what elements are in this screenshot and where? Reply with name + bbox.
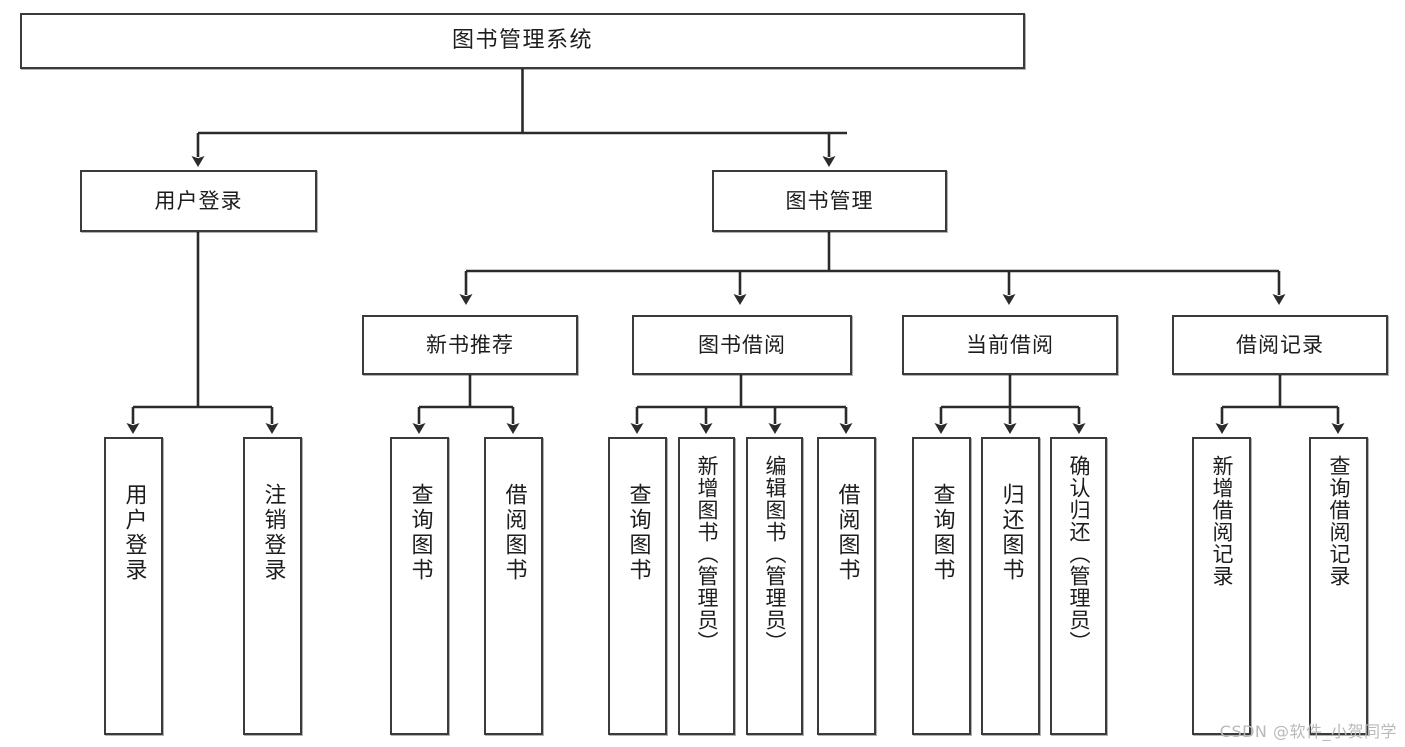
node-label: 新增图书（管理员） [695, 455, 719, 653]
watermark: CSDN @软件_小贺同学 [1219, 722, 1397, 741]
node-label: 编辑图书（管理员） [763, 455, 787, 653]
node-leaf-add-book-admin[interactable]: 新增图书（管理员） [678, 437, 735, 735]
node-user-login[interactable]: 用户登录 [80, 170, 317, 232]
node-label: 注销登录 [260, 483, 286, 583]
node-label: 新书推荐 [426, 332, 514, 357]
node-leaf-query-borrow-record[interactable]: 查询借阅记录 [1309, 437, 1368, 735]
node-leaf-query-book-current[interactable]: 查询图书 [912, 437, 971, 735]
node-label: 查询图书 [407, 483, 433, 583]
node-leaf-user-login[interactable]: 用户登录 [104, 437, 163, 735]
node-new-book-recommend[interactable]: 新书推荐 [362, 315, 578, 375]
node-leaf-borrow-book-recommend[interactable]: 借阅图书 [484, 437, 543, 735]
node-label: 当前借阅 [966, 332, 1054, 357]
node-leaf-confirm-return-admin[interactable]: 确认归还（管理员） [1050, 437, 1107, 735]
node-root-book-management-system[interactable]: 图书管理系统 [20, 13, 1025, 69]
node-label: 新增借阅记录 [1210, 455, 1234, 587]
node-label: 确认归还（管理员） [1067, 455, 1091, 653]
node-label: 借阅图书 [501, 483, 527, 583]
node-leaf-borrow-book[interactable]: 借阅图书 [817, 437, 876, 735]
node-leaf-query-book-borrow[interactable]: 查询图书 [608, 437, 667, 735]
node-leaf-logout-login[interactable]: 注销登录 [243, 437, 302, 735]
node-leaf-edit-book-admin[interactable]: 编辑图书（管理员） [746, 437, 803, 735]
node-label: 图书管理 [785, 188, 874, 213]
node-leaf-query-book-recommend[interactable]: 查询图书 [390, 437, 449, 735]
node-label: 查询借阅记录 [1327, 455, 1351, 587]
node-label: 借阅图书 [834, 483, 860, 583]
node-book-borrow[interactable]: 图书借阅 [632, 315, 852, 375]
node-label: 图书借阅 [698, 332, 786, 357]
node-label: 用户登录 [121, 483, 147, 583]
node-label: 查询图书 [625, 483, 651, 583]
node-borrow-record[interactable]: 借阅记录 [1172, 315, 1388, 375]
node-label: 归还图书 [998, 483, 1024, 583]
node-leaf-return-book[interactable]: 归还图书 [981, 437, 1040, 735]
node-current-borrow[interactable]: 当前借阅 [902, 315, 1118, 375]
node-label: 查询图书 [929, 483, 955, 583]
node-label: 用户登录 [154, 188, 243, 213]
node-leaf-add-borrow-record[interactable]: 新增借阅记录 [1192, 437, 1251, 735]
node-label: 图书管理系统 [451, 28, 593, 54]
node-book-management[interactable]: 图书管理 [712, 170, 947, 232]
node-label: 借阅记录 [1236, 332, 1324, 357]
